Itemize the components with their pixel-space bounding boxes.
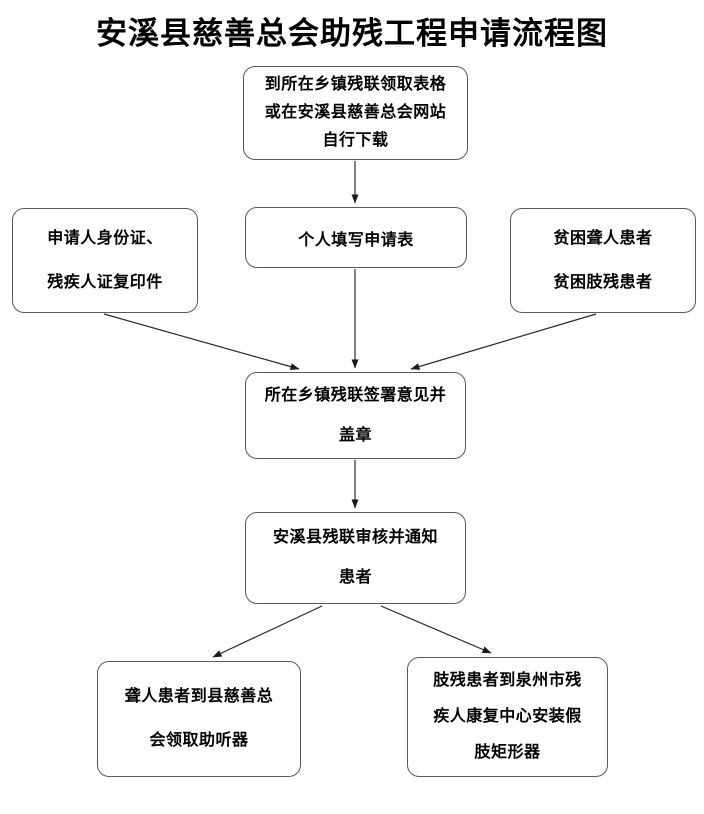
flow-node-fill-form: 个人填写申请表 xyxy=(245,207,467,268)
arrow-countyreview-to-limboutcome xyxy=(380,605,492,654)
flow-node-limb-outcome: 肢残患者到泉州市残 疾人康复中心安装假 肢矩形器 xyxy=(407,657,608,777)
node-line: 贫困肢残患者 xyxy=(553,273,653,291)
node-line: 自行下载 xyxy=(322,132,389,149)
arrow-countyreview-to-deafoutcome xyxy=(212,605,323,658)
node-line: 肢残患者到泉州市残 xyxy=(433,672,582,689)
node-line: 会领取助听器 xyxy=(149,732,249,749)
node-line: 申请人身份证、 xyxy=(47,229,163,247)
node-line: 肢矩形器 xyxy=(474,744,541,761)
node-line: 残疾人证复印件 xyxy=(47,273,163,291)
node-line: 患者 xyxy=(338,569,372,586)
flow-node-get-form: 到所在乡镇残联领取表格 或在安溪县慈善总会网站 自行下载 xyxy=(243,66,468,160)
node-line: 所在乡镇残联签署意见并 xyxy=(264,386,447,404)
node-line: 安溪县残联审核并通知 xyxy=(272,529,438,546)
page-title: 安溪县慈善总会助残工程申请流程图 xyxy=(96,16,608,51)
flow-node-county-review: 安溪县残联审核并通知 患者 xyxy=(245,512,466,604)
flow-node-deaf-outcome: 聋人患者到县慈善总 会领取助听器 xyxy=(97,661,301,777)
arrow-patients-to-townshipsign xyxy=(410,313,597,370)
flow-node-eligible-patients: 贫困聋人患者 贫困肢残患者 xyxy=(510,208,696,313)
node-line: 聋人患者到县慈善总 xyxy=(124,688,274,705)
arrow-iddocs-to-townshipsign xyxy=(103,313,300,371)
node-line: 盖章 xyxy=(338,426,372,444)
flow-node-township-sign: 所在乡镇残联签署意见并 盖章 xyxy=(245,372,466,459)
node-line: 到所在乡镇残联领取表格 xyxy=(264,76,447,93)
node-line: 贫困聋人患者 xyxy=(553,229,653,247)
node-line: 或在安溪县慈善总会网站 xyxy=(264,104,447,121)
node-line: 个人填写申请表 xyxy=(298,231,414,249)
node-line: 疾人康复中心安装假 xyxy=(433,708,582,725)
flow-node-id-documents: 申请人身份证、 残疾人证复印件 xyxy=(12,208,198,313)
